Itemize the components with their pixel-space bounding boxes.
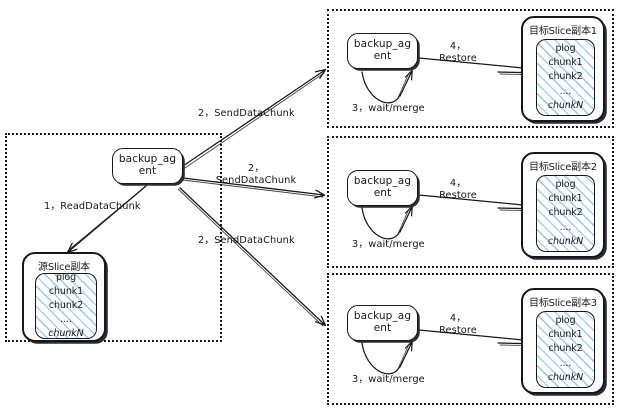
edge-wait-merge-3 [361, 342, 401, 375]
edge-wait-merge-1 [361, 71, 401, 104]
label-wait-merge-2: 3，wait/merge [352, 239, 425, 250]
agent-label-line2: ent [373, 322, 392, 334]
target-agent-3[interactable]: backup_ag ent [347, 305, 418, 341]
label-wait-merge-1: 3，wait/merge [352, 103, 425, 114]
target-panel-3 [327, 273, 614, 405]
slice-item: .... [60, 314, 72, 326]
target-agent-1[interactable]: backup_ag ent [347, 33, 418, 69]
agent-label-line2: ent [373, 187, 392, 199]
send-label-line1: 2， [247, 163, 265, 174]
target-slice-replica-2[interactable]: 目标Slice副本2 plog chunk1 chunk2 .... chunk… [521, 152, 605, 258]
slice-item: chunkN [48, 328, 84, 339]
slice-item: chunk2 [548, 343, 583, 355]
slice-item: chunkN [547, 235, 584, 247]
agent-label-line1: backup_ag [353, 175, 412, 188]
agent-label-line2: ent [138, 165, 157, 177]
label-restore-2: 4， Restore [424, 178, 492, 201]
target-panel-2 [327, 136, 614, 268]
slice-item: chunkN [547, 99, 584, 111]
source-group-panel [5, 133, 222, 342]
restore-line1: 4， [449, 178, 467, 189]
slice-item: chunk2 [548, 207, 583, 219]
restore-line2: Restore [439, 189, 477, 201]
slice-item: chunk2 [48, 299, 84, 311]
target-slice-title-3: 目标Slice副本3 [529, 298, 597, 309]
slice-item: .... [559, 221, 572, 233]
target-slice-hatch-3: plog chunk1 chunk2 .... chunkN [536, 311, 595, 388]
label-send-data-chunk-2: 2， SendDataChunk [206, 163, 306, 186]
slice-item: chunkN [547, 371, 584, 383]
slice-item: .... [559, 357, 572, 369]
edge-restore-2 [418, 194, 524, 206]
restore-line2: Restore [439, 324, 477, 336]
edge-send-chunk-3 [179, 187, 325, 325]
restore-line1: 4， [449, 313, 467, 324]
slice-item: plog [55, 273, 77, 283]
agent-label-line1: backup_ag [353, 38, 412, 51]
label-restore-1: 4， Restore [424, 41, 492, 64]
slice-item: plog [555, 315, 576, 327]
target-slice-hatch-1: plog chunk1 chunk2 .... chunkN [536, 39, 595, 116]
label-restore-3: 4， Restore [424, 313, 492, 336]
label-read-data-chunk: 1，ReadDataChunk [44, 201, 141, 212]
source-slice-hatch: plog chunk1 chunk2 .... chunkN [35, 273, 97, 339]
agent-label-line1: backup_ag [353, 310, 412, 323]
slice-item: plog [555, 43, 576, 55]
target-slice-title-1: 目标Slice副本1 [529, 26, 597, 37]
source-slice-title: 源Slice副本 [38, 262, 90, 273]
target-agent-1-label: backup_ag ent [353, 38, 412, 63]
source-backup-agent[interactable]: backup_ag ent [112, 148, 183, 184]
restore-line2: Restore [439, 52, 477, 64]
label-send-data-chunk-1: 2，SendDataChunk [198, 108, 295, 119]
slice-item: chunk2 [548, 71, 583, 83]
target-agent-3-label: backup_ag ent [353, 310, 412, 335]
label-send-data-chunk-3: 2，SendDataChunk [198, 235, 295, 246]
edge-send-chunk-1 [179, 70, 325, 169]
target-slice-replica-1[interactable]: 目标Slice副本1 plog chunk1 chunk2 .... chunk… [521, 16, 605, 122]
edge-wait-merge-2 [361, 207, 401, 240]
source-agent-label: backup_ag ent [118, 153, 177, 178]
source-slice-replica[interactable]: 源Slice副本 plog chunk1 chunk2 .... chunkN [22, 252, 106, 342]
agent-label-line2: ent [373, 50, 392, 62]
slice-item: plog [555, 179, 576, 191]
target-slice-hatch-2: plog chunk1 chunk2 .... chunkN [536, 175, 595, 252]
target-slice-title-2: 目标Slice副本2 [529, 162, 597, 173]
target-agent-2-label: backup_ag ent [353, 175, 412, 200]
edge-send-chunk-2 [182, 177, 324, 195]
edge-restore-1 [418, 57, 524, 69]
edge-restore-3 [418, 329, 524, 341]
slice-item: chunk1 [548, 329, 583, 341]
send-label-line2: SendDataChunk [215, 174, 297, 186]
target-panel-1 [327, 9, 614, 128]
label-wait-merge-3: 3，wait/merge [352, 374, 425, 385]
agent-label-line1: backup_ag [118, 153, 177, 166]
target-slice-replica-3[interactable]: 目标Slice副本3 plog chunk1 chunk2 .... chunk… [521, 288, 605, 394]
target-agent-2[interactable]: backup_ag ent [347, 170, 418, 206]
slice-item: .... [559, 85, 572, 97]
slice-item: chunk1 [548, 57, 583, 69]
restore-line1: 4， [449, 41, 467, 52]
slice-item: chunk1 [48, 285, 84, 297]
slice-item: chunk1 [548, 193, 583, 205]
